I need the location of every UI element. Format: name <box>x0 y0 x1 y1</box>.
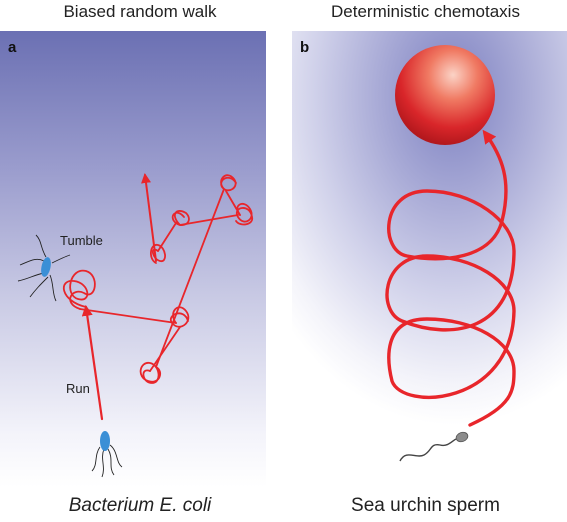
final-run-arrow <box>141 173 157 262</box>
run-segment-4 <box>155 188 225 368</box>
panel-b: b <box>292 31 567 487</box>
tumble-loop-4 <box>220 174 237 192</box>
helical-path <box>385 129 516 427</box>
tumble-loop-7 <box>150 244 166 264</box>
panel-a-letter: a <box>8 39 17 56</box>
run-segment-3 <box>149 326 181 372</box>
attractant-sphere <box>395 45 495 145</box>
panel-a: a Tumble Run <box>0 31 266 487</box>
tumble-loop-3 <box>139 362 162 384</box>
tumble-loop-5 <box>235 202 253 226</box>
run-path <box>81 304 104 421</box>
run-label: Run <box>66 381 90 396</box>
panel-b-letter: b <box>300 39 310 56</box>
panel-b-caption: Sea urchin sperm <box>351 495 500 516</box>
bacterium-tumble-icon <box>17 234 71 302</box>
sperm-icon <box>399 431 469 462</box>
tumble-loop-6 <box>171 210 190 226</box>
panel-a-caption: Bacterium E. coli <box>68 495 212 516</box>
random-walk-diagram <box>17 173 253 478</box>
panel-b-title: Deterministic chemotaxis <box>331 2 520 21</box>
tumble-label: Tumble <box>60 233 103 248</box>
run-segment-2 <box>79 308 177 324</box>
tumble-loop-1 <box>62 269 96 310</box>
bacterium-run-icon <box>91 431 123 478</box>
panel-a-title: Biased random walk <box>63 2 217 21</box>
chemotaxis-diagram <box>385 45 516 462</box>
run-segment-6 <box>179 214 239 226</box>
